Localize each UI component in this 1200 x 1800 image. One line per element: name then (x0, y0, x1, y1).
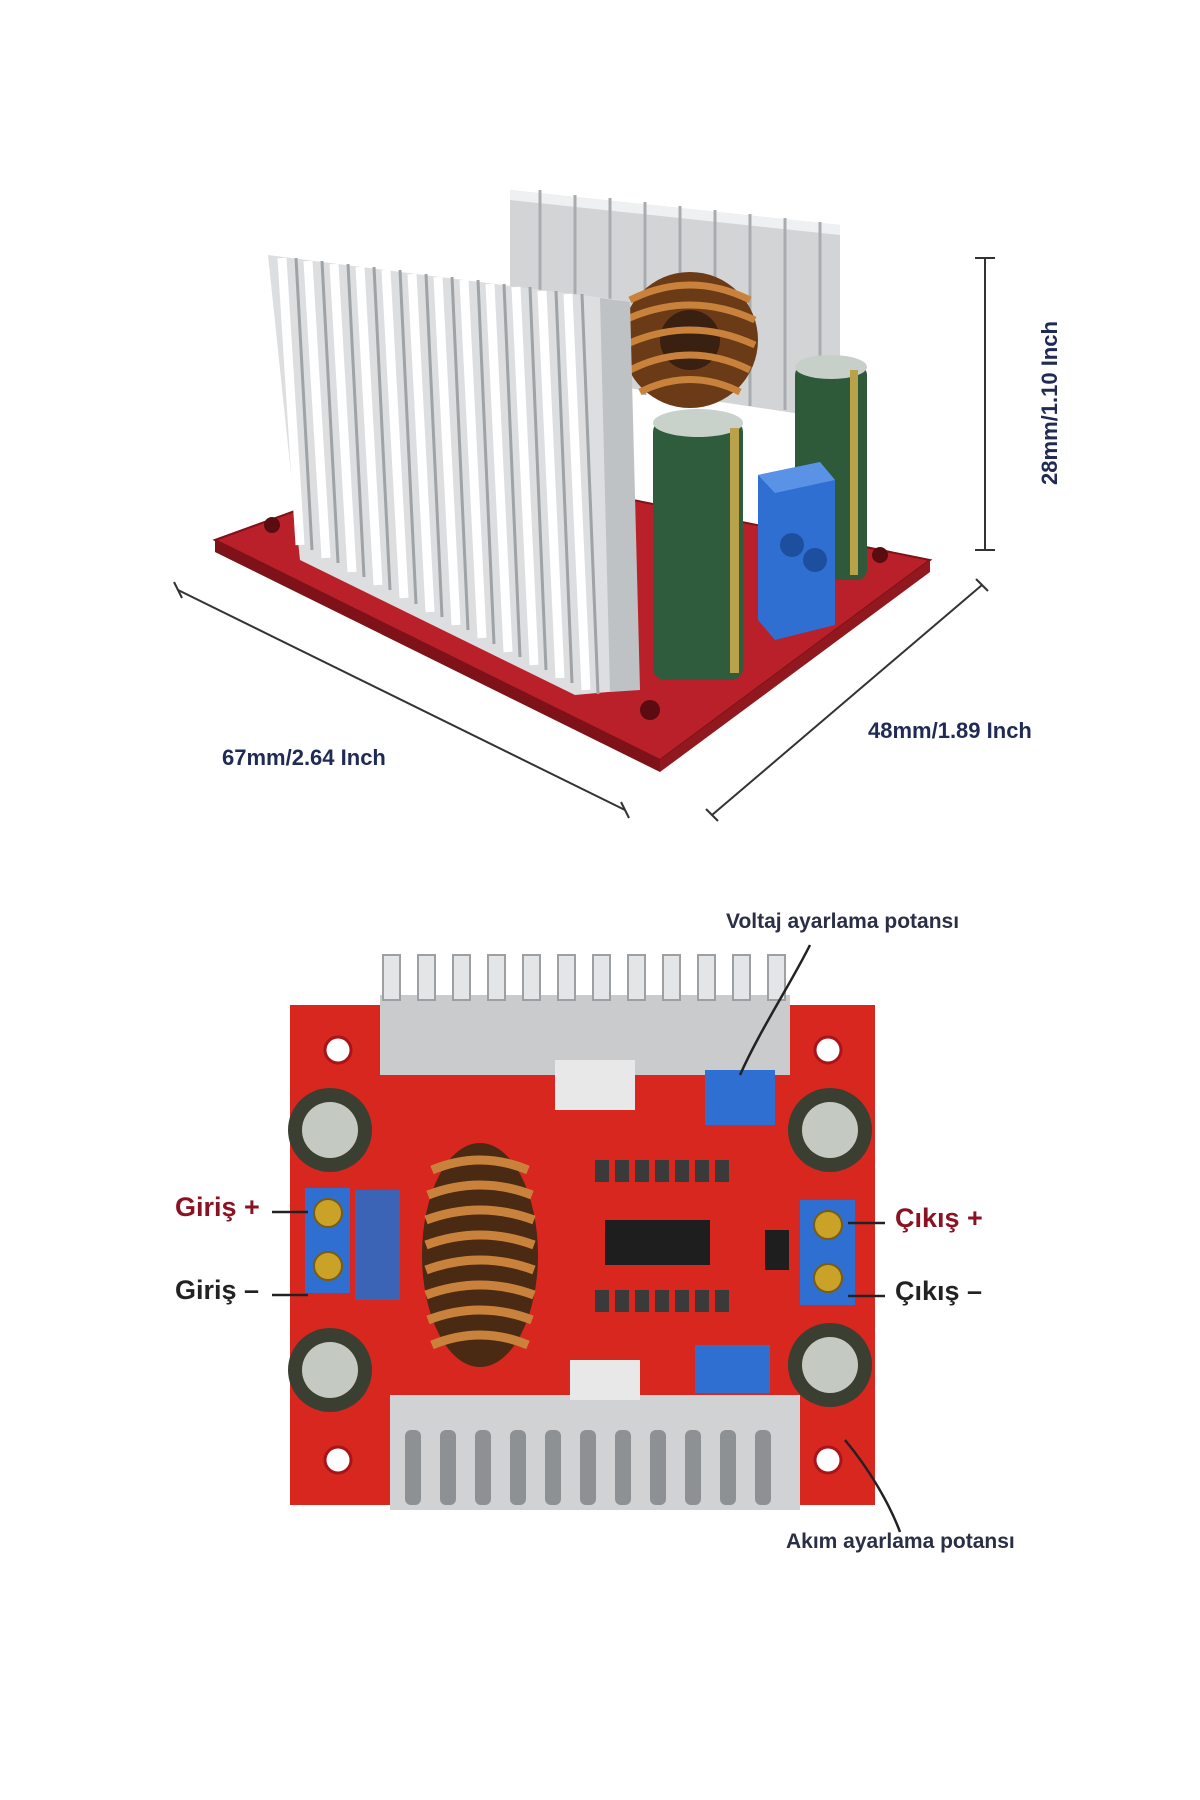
leader-voltage-pot (738, 944, 812, 1076)
dimension-line-height (975, 257, 995, 551)
toroid-inductor-3d (622, 272, 758, 408)
dimension-line-length (173, 581, 630, 819)
heatsink-top-view-lower (390, 1395, 800, 1510)
input-minus-label: Giriş – (175, 1275, 260, 1305)
voltage-potentiometer (705, 1070, 775, 1125)
front-heatsink (268, 255, 640, 695)
output-minus-label: Çıkış – (895, 1276, 983, 1306)
capacitors-top (288, 1088, 872, 1412)
dimension-length-label: 67mm/2.64 Inch (222, 745, 386, 770)
input-plus-label: Giriş + (175, 1192, 260, 1222)
controller-ic (605, 1220, 710, 1265)
dimension-line-width (705, 578, 989, 822)
dimension-height-label: 28mm/1.10 Inch (1037, 321, 1062, 485)
voltage-pot-label: Voltaj ayarlama potansı (726, 910, 960, 933)
heatsink-top-view-upper (380, 954, 790, 1075)
leader-current-pot (844, 1439, 902, 1533)
toroid-inductor-top (422, 1143, 538, 1367)
current-pot-label: Akım ayarlama potansı (786, 1530, 1015, 1553)
output-terminal (800, 1200, 855, 1305)
pcb-board-top (290, 1005, 875, 1505)
current-potentiometer (695, 1345, 770, 1393)
dimension-width-label: 48mm/1.89 Inch (868, 718, 1032, 743)
output-terminal-3d (758, 462, 835, 640)
input-terminal (305, 1188, 400, 1300)
module-3d-view (173, 190, 995, 822)
capacitor-3d-front (653, 409, 743, 680)
output-plus-label: Çıkış + (895, 1203, 983, 1233)
